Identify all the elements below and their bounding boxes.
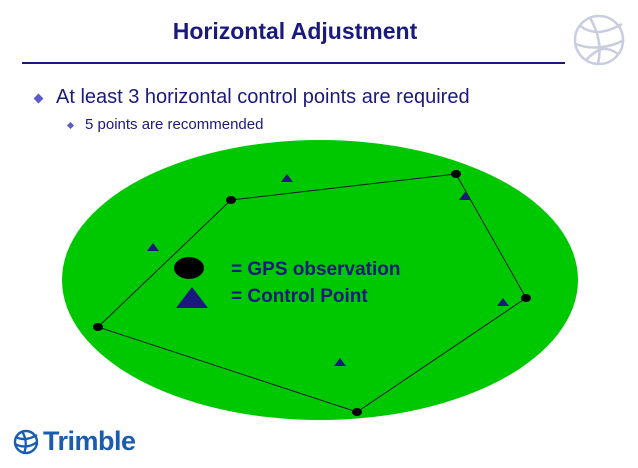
control-point <box>147 243 159 251</box>
trimble-brand: Trimble <box>12 426 136 457</box>
control-point <box>497 298 509 306</box>
legend-gps-symbol <box>174 257 204 279</box>
project-area-ellipse <box>62 140 578 420</box>
sub-bullet-text: 5 points are recommended <box>85 116 264 133</box>
control-point <box>459 192 471 200</box>
gps-point <box>352 408 362 416</box>
sub-bullet-item: 5 points are recommended <box>66 116 264 133</box>
globe-icon <box>573 14 625 66</box>
gps-point <box>93 323 103 331</box>
control-point <box>334 358 346 366</box>
title-divider <box>22 62 565 64</box>
gps-point <box>451 170 461 178</box>
bullet-text: At least 3 horizontal control points are… <box>56 86 470 108</box>
slide-title: Horizontal Adjustment <box>172 18 418 44</box>
control-point <box>281 174 293 182</box>
gps-point <box>226 196 236 204</box>
legend-control-symbol <box>176 287 208 308</box>
traverse-polygon <box>97 173 527 413</box>
legend-gps-label: = GPS observation <box>231 259 400 280</box>
trimble-globe-icon <box>13 429 39 454</box>
bullet-item: At least 3 horizontal control points are… <box>33 86 470 109</box>
legend-control-label: = Control Point <box>231 286 368 307</box>
company-name: Trimble <box>43 426 136 456</box>
gps-point <box>521 294 531 302</box>
